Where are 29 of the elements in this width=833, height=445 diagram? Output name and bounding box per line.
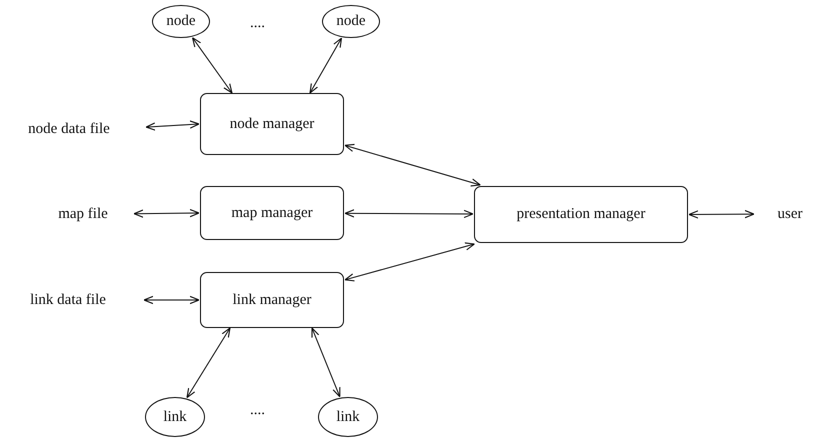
text-label: node data file: [8, 118, 130, 140]
node-label: node: [336, 13, 366, 30]
process-box: [200, 93, 344, 155]
node-label: link: [163, 408, 187, 426]
ellipsis-text: ....: [250, 15, 265, 32]
double-arrow: [311, 327, 340, 398]
process-box: [200, 272, 344, 328]
process-box: [474, 186, 688, 243]
double-arrow: [688, 210, 755, 219]
node-label: map manager: [231, 204, 313, 222]
double-arrow: [344, 242, 475, 282]
ellipsis-text: ....: [250, 402, 265, 419]
double-arrow: [309, 38, 342, 94]
node-label: link: [336, 408, 360, 426]
double-arrow: [143, 296, 200, 304]
node-label: node manager: [230, 116, 314, 132]
text-label: map file: [48, 203, 118, 225]
node-label: link manager: [232, 292, 312, 308]
double-arrow: [145, 120, 200, 131]
text-label: link data file: [8, 289, 128, 311]
double-arrow: [186, 327, 231, 398]
double-arrow: [344, 144, 481, 186]
process-box: [200, 186, 344, 240]
double-arrow: [344, 209, 474, 218]
double-arrow: [192, 37, 233, 94]
text-label: user: [770, 203, 810, 225]
node-label: presentation manager: [516, 206, 646, 223]
double-arrow: [133, 208, 200, 218]
node-label: node: [166, 13, 196, 30]
